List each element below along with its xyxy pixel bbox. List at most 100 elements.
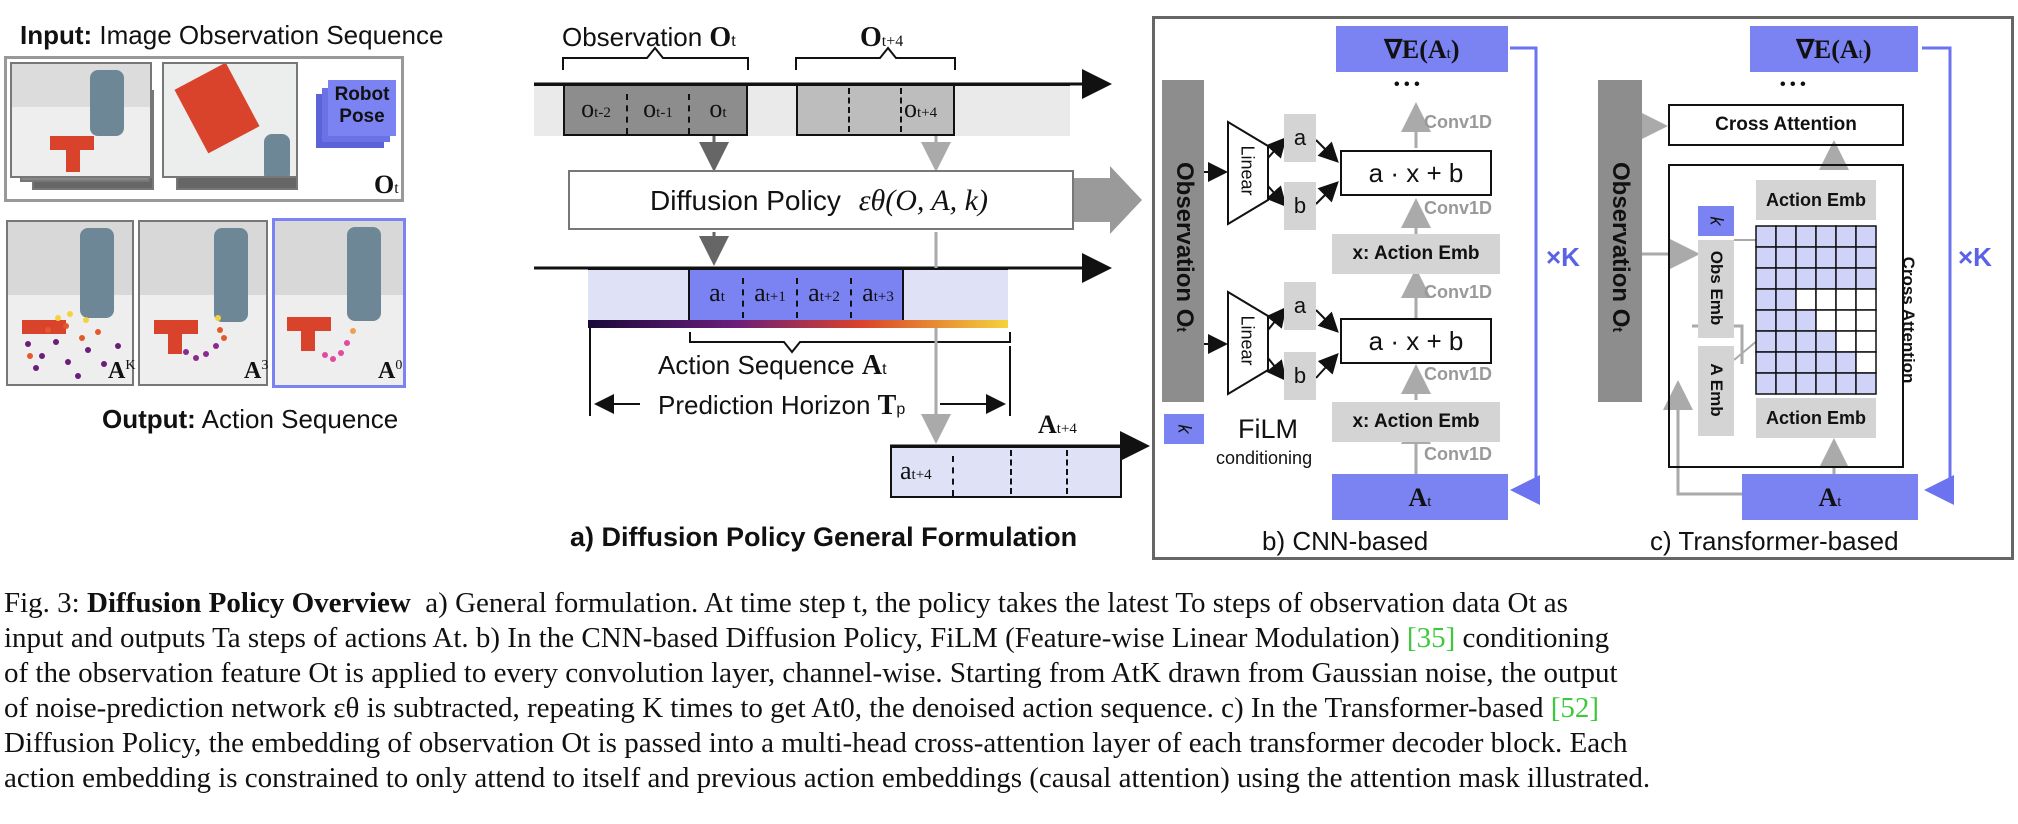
action-cell-2-a: a [808, 278, 820, 307]
obs-cell-2-sub: t [722, 105, 727, 121]
robot-pose-box: Robot Pose [328, 80, 396, 136]
mask-cell [1815, 288, 1837, 311]
cnn-k-text: k [1174, 424, 1194, 434]
mask-cell [1855, 372, 1877, 395]
obs-window-t [563, 84, 748, 136]
caption-line-2: input and outputs Ta steps of actions At… [4, 621, 1609, 656]
obs-t4-divider-2 [900, 88, 902, 132]
cnn-linear-top-label: Linear [1237, 145, 1258, 196]
mask-cell [1855, 330, 1877, 353]
mask-cell [1855, 267, 1877, 290]
action-cell-1-sub: t+1 [765, 289, 786, 305]
mask-cell [1815, 246, 1837, 269]
caption-title: Diffusion Policy Overview [87, 587, 411, 619]
cnn-obs-bar-label: Observation Ot [1170, 162, 1198, 332]
caption-cite-52[interactable]: [52] [1550, 692, 1600, 724]
mask-cell [1835, 225, 1857, 248]
input-heading: Input: Image Observation Sequence [20, 20, 443, 51]
action-cell-0: at [692, 278, 744, 318]
cnn-a-top: a [1284, 114, 1316, 162]
cnn-conv-2: Conv1D [1424, 198, 1493, 218]
obs-image-2 [162, 62, 298, 178]
obs-image-1 [10, 62, 152, 178]
mask-cell [1775, 372, 1797, 395]
tr-obs-sub: t [1610, 327, 1626, 333]
obs-cell-1: ot-1 [628, 94, 690, 134]
obs4-o: O [860, 22, 882, 53]
output-image-0 [272, 218, 406, 388]
mask-cell [1855, 309, 1877, 332]
mask-cell [1795, 351, 1817, 374]
obs-t-label: Observation Ot [562, 22, 736, 54]
mask-cell [1775, 330, 1797, 353]
caption-line-6: action embedding is constrained to only … [4, 761, 1650, 796]
input-obs-sub: t [394, 180, 399, 197]
mask-cell [1795, 309, 1817, 332]
a4-sub: t+4 [1056, 421, 1077, 437]
obs-t4-label: Ot+4 [860, 22, 903, 54]
cnn-grad-close: ) [1450, 35, 1460, 64]
mask-cell [1775, 351, 1797, 374]
noise-dots-k [25, 311, 121, 379]
mask-cell [1775, 246, 1797, 269]
cnn-conv-1: Conv1D [1424, 112, 1493, 132]
a-t4-timeline [890, 446, 1122, 498]
film-label: FiLM [1238, 414, 1298, 444]
cnn-conv-5: Conv1D [1424, 444, 1493, 464]
obs-cell-t4-o: o [904, 94, 917, 123]
mask-cell [1755, 225, 1777, 248]
cnn-affine-top: a · x + b [1340, 150, 1492, 196]
mask-cell [1855, 288, 1877, 311]
mask-cell [1795, 288, 1817, 311]
action-seq-text: Action Sequence [658, 350, 855, 380]
output-a-0: A0 [378, 358, 402, 385]
tr-cross-attention-side: Cross Attention [1899, 256, 1918, 384]
cnn-grad-text: ∇E(A [1384, 35, 1447, 64]
caption-text-3: of the observation feature Ot is applied… [4, 657, 1618, 689]
obs-cell-t4-sub: t+4 [917, 105, 938, 121]
tr-grad-text: ∇E(A [1796, 35, 1859, 64]
tr-grad-box: ∇E(At) [1750, 26, 1918, 72]
caption-cite-35[interactable]: [35] [1406, 622, 1456, 654]
denoised-dots [322, 328, 356, 362]
obs-cell-0: ot-2 [566, 94, 628, 134]
tr-action-emb-top: Action Emb [1756, 180, 1876, 220]
cnn-x-emb-top: x: Action Emb [1332, 234, 1500, 274]
mask-cell [1795, 267, 1817, 290]
action-cell-1: at+1 [744, 278, 798, 318]
tr-at-box: At [1742, 474, 1918, 520]
output-heading-rest: Action Sequence [201, 404, 399, 434]
a-t4-label: At+4 [1038, 410, 1077, 440]
output-heading: Output: Action Sequence [102, 404, 398, 435]
cnn-b-top: b [1284, 182, 1316, 230]
obs-cell-0-o: o [581, 94, 595, 123]
mask-cell [1795, 246, 1817, 269]
obs-cell-2-o: o [709, 94, 723, 123]
cnn-affine-bottom: a · x + b [1340, 318, 1492, 364]
mask-cell [1835, 372, 1857, 395]
caption-text-1: a) General formulation. At time step t, … [425, 587, 1568, 619]
tr-cross-attention-box: Cross Attention [1668, 104, 1904, 146]
horizon-text: Prediction Horizon [658, 390, 871, 420]
cnn-grad-box: ∇E(At) [1336, 26, 1508, 72]
mask-cell [1855, 246, 1877, 269]
action-seq-a: A [861, 350, 883, 381]
mask-cell [1755, 288, 1777, 311]
cnn-conv-4: Conv1D [1424, 364, 1493, 384]
cnn-conv-3: Conv1D [1424, 282, 1493, 302]
obs-window-t4 [796, 84, 955, 136]
input-frame [4, 56, 404, 202]
obs-label-sub: t [731, 33, 736, 50]
tr-xk: ×K [1958, 242, 1992, 272]
cnn-b-bottom: b [1284, 352, 1316, 400]
tr-grad-close: ) [1862, 35, 1872, 64]
mask-cell [1815, 351, 1837, 374]
tr-k-badge: k [1698, 206, 1734, 236]
obs-cell-1-sub: t-1 [656, 105, 673, 121]
tr-title: c) Transformer-based [1650, 526, 1899, 556]
mask-cell [1755, 351, 1777, 374]
tr-attention-mask [1755, 225, 1877, 395]
cnn-k-badge: k [1164, 414, 1204, 444]
a-t4-cell: at+4 [900, 456, 954, 496]
right-panel-frame [1152, 16, 2014, 560]
